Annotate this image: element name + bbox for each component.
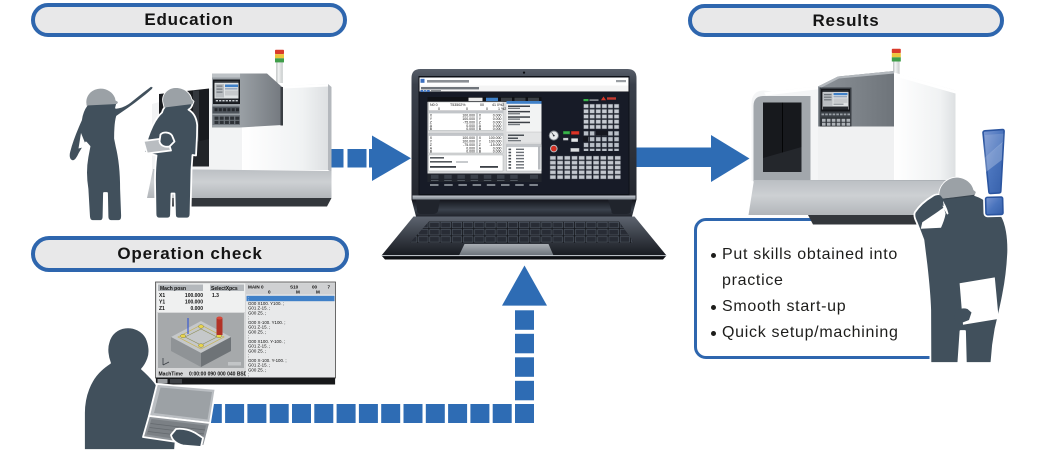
svg-text:0.000: 0.000	[493, 150, 502, 154]
svg-text:;: ;	[248, 315, 249, 320]
svg-text:A: A	[430, 146, 433, 150]
svg-text:100.000: 100.000	[462, 136, 475, 140]
svg-text:X: X	[430, 114, 433, 118]
svg-text:1.3: 1.3	[212, 293, 219, 299]
svg-text:100.000: 100.000	[185, 293, 203, 299]
svg-text:00: 00	[480, 103, 484, 107]
svg-text:X: X	[430, 136, 433, 140]
svg-text:X: X	[479, 136, 482, 140]
svg-text:Z: Z	[479, 143, 482, 147]
svg-text:100.000: 100.000	[462, 114, 475, 118]
svg-text:0.000: 0.000	[466, 150, 475, 154]
svg-text:G01 Z-15. ;: G01 Z-15. ;	[248, 363, 270, 368]
svg-text:;: ;	[248, 296, 249, 301]
svg-text:0.000: 0.000	[466, 124, 475, 128]
svg-text:G00 X-100. Y-100. ;: G00 X-100. Y-100. ;	[248, 358, 287, 363]
svg-text:1 %2: 1 %2	[498, 107, 506, 111]
svg-text:A: A	[430, 124, 433, 128]
svg-text:0.000: 0.000	[493, 117, 502, 121]
svg-text:B: B	[430, 150, 433, 154]
svg-text:0.000: 0.000	[493, 114, 502, 118]
svg-text:G00 Z5. ;: G00 Z5. ;	[248, 348, 266, 353]
svg-text:;: ;	[248, 372, 249, 377]
svg-text:T53502%: T53502%	[450, 103, 466, 107]
svg-text:M: M	[296, 290, 300, 295]
svg-text:M: M	[316, 290, 320, 295]
svg-text:SelectXpcs: SelectXpcs	[211, 286, 238, 292]
svg-text:-15.000: -15.000	[490, 143, 502, 147]
svg-text:G00 Z5. ;: G00 Z5. ;	[248, 329, 266, 334]
svg-text:Z: Z	[430, 143, 433, 147]
svg-text:Y: Y	[479, 140, 482, 144]
svg-text:0.000: 0.000	[493, 120, 502, 124]
svg-text:0: 0	[268, 290, 271, 295]
svg-text:100.000: 100.000	[489, 140, 502, 144]
svg-text:G00 Z5. ;: G00 Z5. ;	[248, 367, 266, 372]
svg-text:G00 X-100. Y100. ;: G00 X-100. Y100. ;	[248, 320, 286, 325]
svg-text:G01 Z-15. ;: G01 Z-15. ;	[248, 325, 270, 330]
svg-text:;: ;	[248, 334, 249, 339]
svg-text:0.000: 0.000	[190, 306, 203, 312]
svg-text:G01 Z-15. ;: G01 Z-15. ;	[248, 344, 270, 349]
svg-text:100.000: 100.000	[462, 117, 475, 121]
svg-text:MachTime: MachTime	[159, 372, 184, 378]
svg-text:0.000: 0.000	[466, 146, 475, 150]
svg-text:G00 X100. Y-100. ;: G00 X100. Y-100. ;	[248, 339, 285, 344]
svg-text:7: 7	[327, 285, 330, 290]
svg-text:Y: Y	[479, 117, 482, 121]
svg-text:B: B	[430, 127, 433, 131]
svg-text:B: B	[479, 150, 482, 154]
svg-text:N0 0: N0 0	[430, 103, 438, 107]
svg-text:A: A	[479, 146, 482, 150]
svg-text:MAIN 0: MAIN 0	[248, 285, 264, 290]
svg-text:A: A	[479, 124, 482, 128]
svg-text:100.000: 100.000	[462, 140, 475, 144]
svg-text:Mach posn: Mach posn	[160, 286, 186, 292]
svg-text:Y: Y	[430, 140, 433, 144]
svg-text:0.000: 0.000	[493, 127, 502, 131]
svg-text:Z: Z	[430, 120, 433, 124]
svg-text:;: ;	[248, 353, 249, 358]
svg-text:100.000: 100.000	[185, 299, 203, 305]
svg-text:0.000: 0.000	[493, 146, 502, 150]
svg-text:X: X	[479, 114, 482, 118]
svg-text:00: 00	[312, 285, 318, 290]
svg-text:0: 0	[438, 107, 440, 111]
svg-text:Z: Z	[479, 120, 482, 124]
svg-text:G00 X100. Y100. ;: G00 X100. Y100. ;	[248, 301, 284, 306]
svg-text:Y: Y	[430, 117, 433, 121]
svg-text:-75.000: -75.000	[463, 143, 475, 147]
svg-text:-75.000: -75.000	[463, 120, 475, 124]
svg-text:0:00:00 090 000 040 BSD: 0:00:00 090 000 040 BSD	[189, 372, 248, 378]
svg-text:0.000: 0.000	[466, 127, 475, 131]
svg-text:G00 Z5. ;: G00 Z5. ;	[248, 310, 266, 315]
svg-text:0.000: 0.000	[493, 124, 502, 128]
svg-text:0: 0	[486, 107, 488, 111]
svg-text:B: B	[479, 127, 482, 131]
svg-text:X1: X1	[159, 293, 165, 299]
svg-text:Z1: Z1	[159, 306, 165, 312]
svg-text:G01 Z-15. ;: G01 Z-15. ;	[248, 306, 270, 311]
svg-text:41 0%2: 41 0%2	[492, 103, 504, 107]
svg-text:S10: S10	[290, 285, 299, 290]
svg-text:0: 0	[466, 107, 468, 111]
svg-text:100.000: 100.000	[489, 136, 502, 140]
svg-text:Y1: Y1	[159, 299, 165, 305]
